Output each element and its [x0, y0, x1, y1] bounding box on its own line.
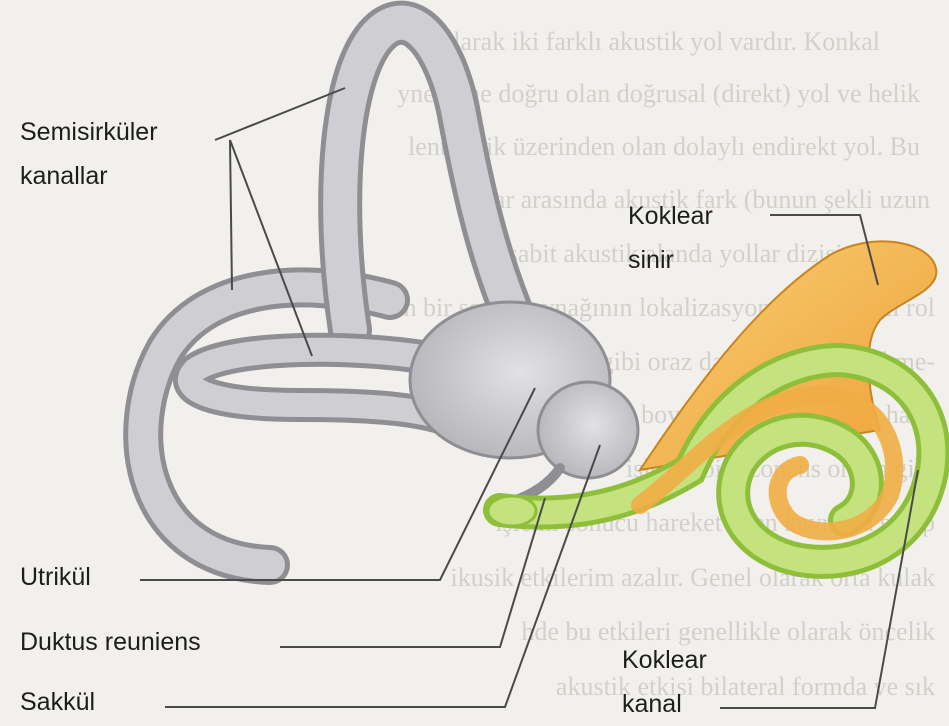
- leader-line-semicircular-3: [230, 140, 312, 356]
- label-semicircular-canals: Semisirküler kanallar: [20, 110, 158, 198]
- label-cochlear-nerve-line1: Koklear: [628, 194, 713, 238]
- background-text-line: hde bu etkileri genellikle olarak önceli…: [521, 617, 935, 646]
- leader-line-semicircular-2: [230, 140, 232, 290]
- saccule-body: [538, 382, 638, 478]
- label-cochlear-duct-line2: kanal: [622, 682, 707, 726]
- label-cochlear-nerve: Koklear sinir: [628, 194, 713, 282]
- label-semicircular-canals-line1: Semisirküler: [20, 110, 158, 154]
- label-cochlear-nerve-line2: sinir: [628, 238, 713, 282]
- label-cochlear-duct: Koklear kanal: [622, 638, 707, 726]
- label-saccule: Sakkül: [20, 680, 95, 724]
- label-ductus-reuniens: Duktus reuniens: [20, 620, 201, 664]
- label-utricle: Utrikül: [20, 555, 91, 599]
- label-semicircular-canals-line2: kanallar: [20, 154, 158, 198]
- cochlear-duct-tip: [488, 496, 536, 526]
- label-cochlear-duct-line1: Koklear: [622, 638, 707, 682]
- background-text-line: ıgi olarak iki farklı akustik yol vardır…: [406, 27, 880, 56]
